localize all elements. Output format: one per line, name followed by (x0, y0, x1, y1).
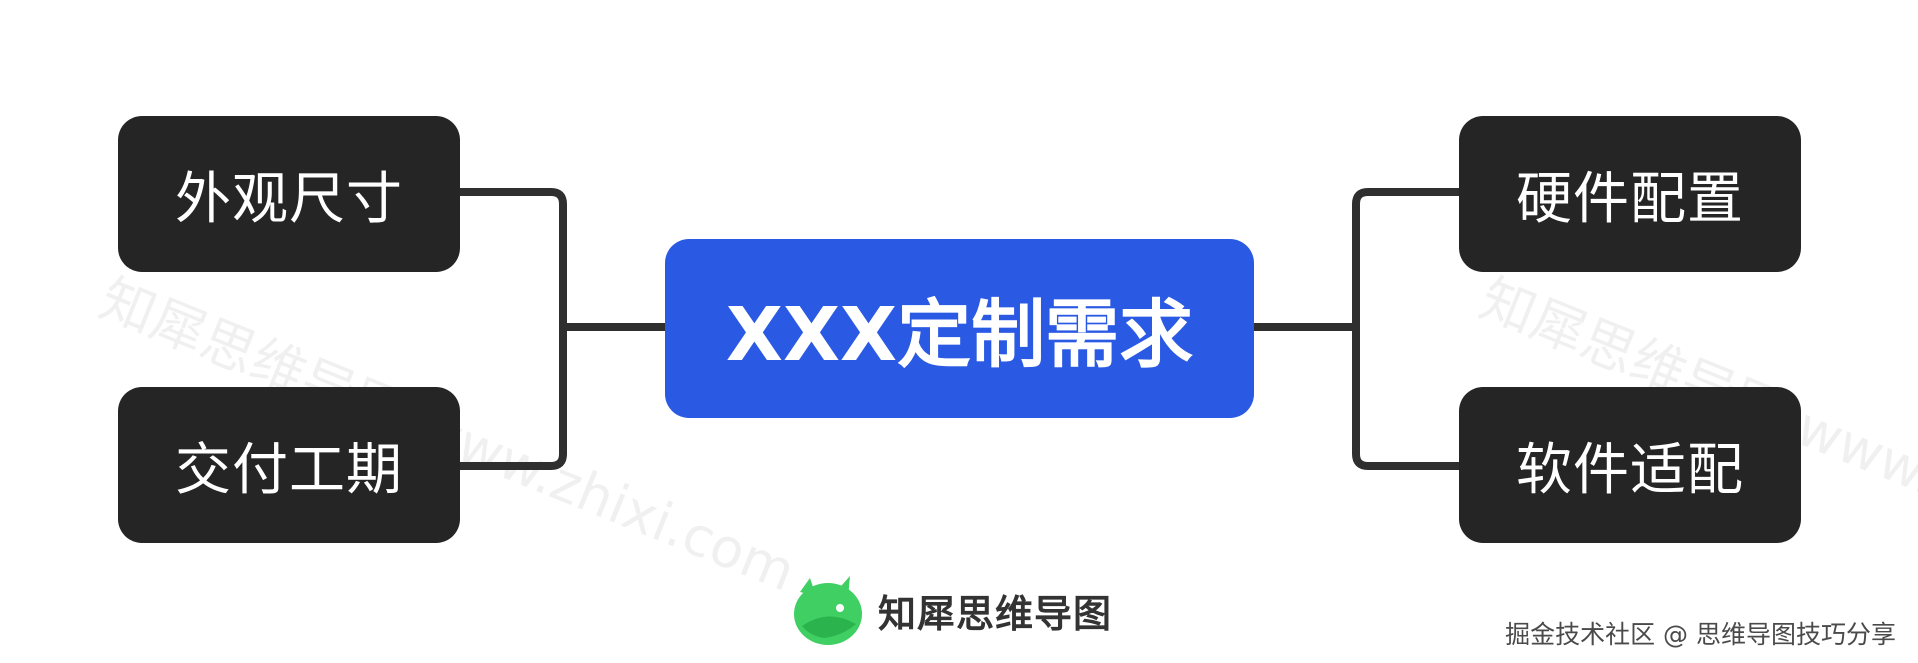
node-label: 交付工期 (175, 437, 403, 503)
central-topic-node[interactable]: XXX定制需求 (665, 239, 1254, 418)
node-hardware-config[interactable]: 硬件配置 (1459, 116, 1801, 272)
node-delivery-schedule[interactable]: 交付工期 (118, 387, 460, 543)
connector-right-bracket (1352, 188, 1459, 470)
rhino-logo-icon (794, 576, 862, 645)
node-appearance-size[interactable]: 外观尺寸 (118, 116, 460, 272)
central-topic-label: XXX定制需求 (725, 292, 1194, 378)
node-label: 硬件配置 (1516, 166, 1744, 232)
credit-text: 掘金技术社区 @ 思维导图技巧分享 (1505, 620, 1896, 649)
node-label: 外观尺寸 (175, 166, 403, 232)
node-label: 软件适配 (1516, 437, 1744, 503)
connector-left-bracket (460, 188, 567, 470)
brand-footer: 知犀思维导图 (790, 574, 1112, 646)
brand-name: 知犀思维导图 (878, 591, 1113, 636)
node-software-adaptation[interactable]: 软件适配 (1459, 387, 1801, 543)
